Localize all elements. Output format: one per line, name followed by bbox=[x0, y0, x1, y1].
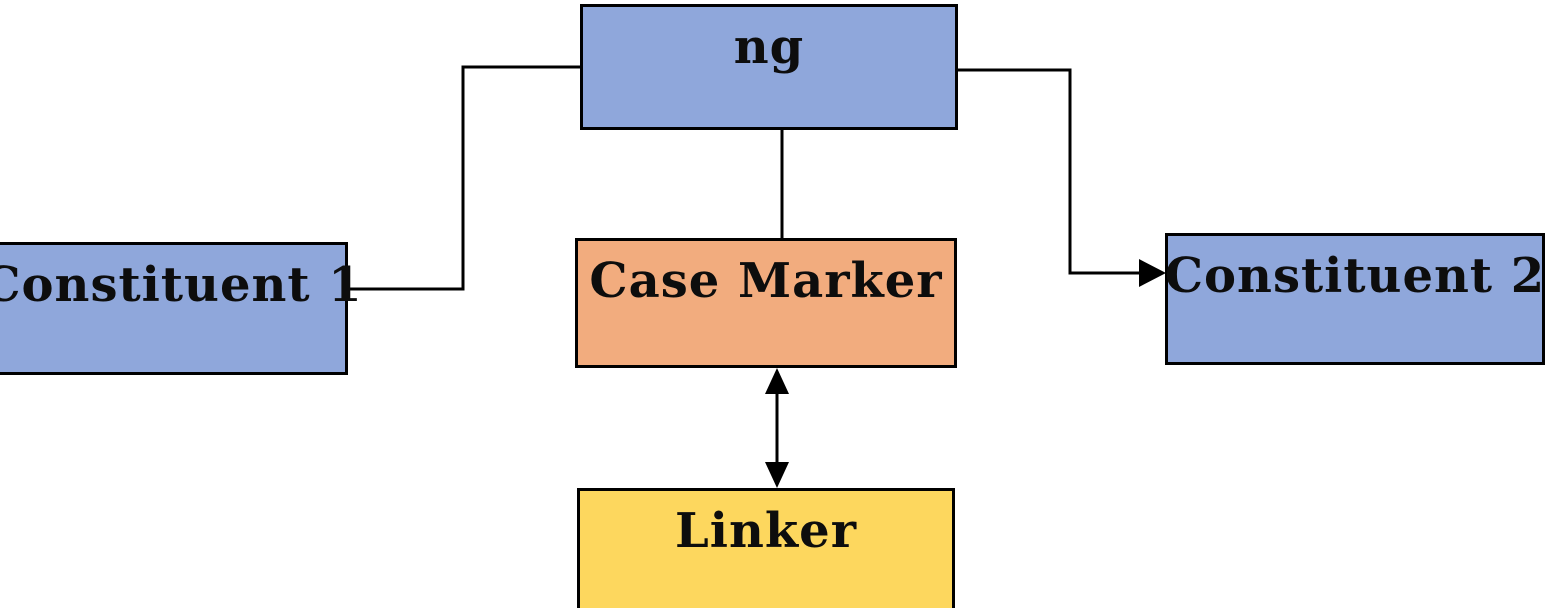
node-linker-label: Linker bbox=[675, 503, 857, 559]
arrowhead-constituent2 bbox=[1139, 259, 1166, 287]
node-linker: Linker bbox=[577, 488, 955, 608]
edge-constituent1-ng bbox=[347, 65, 580, 291]
node-constituent-1: Constituent 1 bbox=[0, 242, 362, 375]
node-case-marker: Case Marker bbox=[575, 238, 957, 368]
node-case-marker-label: Case Marker bbox=[589, 253, 943, 309]
arrowhead-up-case-marker bbox=[765, 368, 789, 394]
node-constituent-1-label: Constituent 1 bbox=[0, 257, 363, 313]
node-ng-label: ng bbox=[733, 19, 805, 75]
node-constituent-2: Constituent 2 bbox=[1165, 233, 1545, 365]
arrowhead-down-linker bbox=[765, 462, 789, 488]
edge-ng-constituent2 bbox=[958, 68, 1142, 275]
node-constituent-2-label: Constituent 2 bbox=[1164, 248, 1546, 304]
node-ng: ng bbox=[580, 4, 958, 130]
